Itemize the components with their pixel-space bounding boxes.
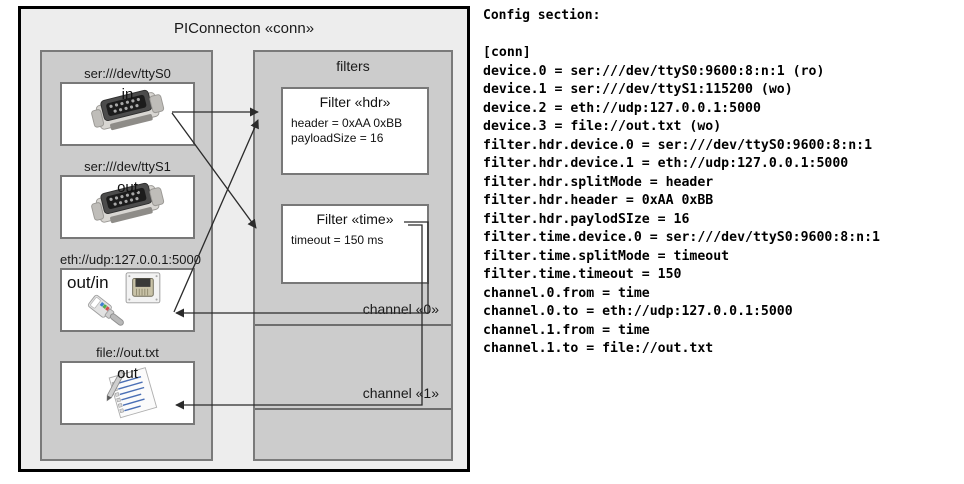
device-eth-caption: eth://udp:127.0.0.1:5000 xyxy=(60,252,201,267)
connector-frame: PIConnecton «conn» ser:///dev/ttyS0 in xyxy=(18,6,470,472)
config-line: channel.1.from = time xyxy=(483,322,650,338)
ethernet-jack-icon xyxy=(62,270,193,330)
config-line: filter.time.timeout = 150 xyxy=(483,267,682,282)
channel-0-label: channel «0» xyxy=(362,301,439,317)
filter-hdr-prop-payloadsize: payloadSize = 16 xyxy=(291,131,384,145)
device-ttys0-direction: in xyxy=(121,86,134,103)
config-line: filter.hdr.paylodSIze = 16 xyxy=(483,211,690,227)
config-line: filter.hdr.device.1 = eth://udp:127.0.0.… xyxy=(483,156,849,171)
filter-time[interactable]: Filter «time» timeout = 150 ms xyxy=(281,204,429,284)
config-line: filter.time.device.0 = ser:///dev/ttyS0:… xyxy=(483,230,880,245)
config-line: device.0 = ser:///dev/ttyS0:9600:8:n:1 (… xyxy=(483,63,825,79)
device-eth-direction: out/in xyxy=(67,273,109,292)
config-line: [conn] xyxy=(483,45,531,60)
config-line: filter.hdr.device.0 = ser:///dev/ttyS0:9… xyxy=(483,137,873,153)
channel-1-separator xyxy=(255,408,451,410)
device-file-direction: out xyxy=(117,365,138,382)
text-document-icon xyxy=(62,363,193,423)
channel-1-label: channel «1» xyxy=(362,385,439,401)
device-eth-box[interactable]: out/in xyxy=(60,268,195,332)
config-line: channel.1.to = file://out.txt xyxy=(483,341,714,356)
filters-panel-title: filters xyxy=(336,58,370,74)
devices-panel: ser:///dev/ttyS0 in xyxy=(40,50,213,461)
filter-hdr[interactable]: Filter «hdr» header = 0xAA 0xBB payloadS… xyxy=(281,87,429,175)
serial-port-icon xyxy=(62,84,193,144)
device-ttys1-caption: ser:///dev/ttyS1 xyxy=(84,159,171,174)
diagram-title: PIConnecton «conn» xyxy=(173,20,315,37)
serial-port-icon xyxy=(62,177,193,237)
device-ttys0-caption: ser:///dev/ttyS0 xyxy=(84,66,171,81)
device-eth[interactable]: eth://udp:127.0.0.1:5000 out/in xyxy=(60,252,201,332)
device-ttys0-box[interactable]: in xyxy=(60,82,195,146)
config-line: filter.time.splitMode = timeout xyxy=(483,248,730,264)
component-diagram: PIConnecton «conn» ser:///dev/ttyS0 in xyxy=(0,0,472,484)
filter-time-props: timeout = 150 ms xyxy=(283,227,427,256)
filter-hdr-title: Filter «hdr» xyxy=(319,94,391,110)
config-heading: Config section: xyxy=(483,8,601,23)
device-ttys1-box[interactable]: out xyxy=(60,175,195,239)
filters-panel: filters Filter «hdr» header = 0xAA 0xBB … xyxy=(253,50,453,461)
device-file[interactable]: file://out.txt out xyxy=(60,345,195,425)
config-line: device.1 = ser:///dev/ttyS1:115200 (wo) xyxy=(483,82,793,97)
config-line: channel.0.to = eth://udp:127.0.0.1:5000 xyxy=(483,304,793,319)
channel-0-separator xyxy=(255,324,451,326)
device-file-box[interactable]: out xyxy=(60,361,195,425)
filter-hdr-props: header = 0xAA 0xBB payloadSize = 16 xyxy=(283,110,427,154)
config-line: channel.0.from = time xyxy=(483,285,650,301)
filter-time-prop-timeout: timeout = 150 ms xyxy=(291,233,384,247)
config-line: filter.hdr.header = 0xAA 0xBB xyxy=(483,193,714,208)
config-line: device.3 = file://out.txt (wo) xyxy=(483,119,722,134)
config-line: filter.hdr.splitMode = header xyxy=(483,174,714,190)
config-line: device.2 = eth://udp:127.0.0.1:5000 xyxy=(483,100,761,116)
device-ttys1[interactable]: ser:///dev/ttyS1 out xyxy=(60,159,195,239)
filter-time-title: Filter «time» xyxy=(316,211,394,227)
device-ttys0[interactable]: ser:///dev/ttyS0 in xyxy=(60,66,195,146)
config-body: [conn] device.0 = ser:///dev/ttyS0:9600:8… xyxy=(483,44,880,359)
config-section: Config section: [conn] device.0 = ser:///… xyxy=(478,0,964,484)
filter-hdr-prop-header: header = 0xAA 0xBB xyxy=(291,116,403,130)
device-file-caption: file://out.txt xyxy=(96,345,159,360)
device-ttys1-direction: out xyxy=(117,179,138,196)
